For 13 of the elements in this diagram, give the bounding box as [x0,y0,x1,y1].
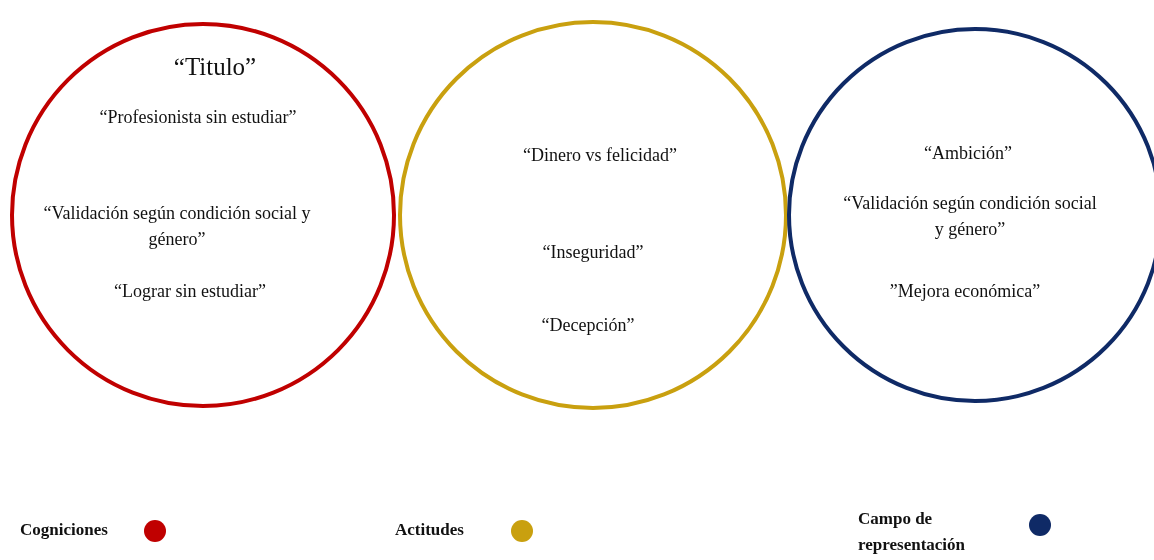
quote-text: “Ambición” [923,142,1013,165]
quote-text: “Dinero vs felicidad” [522,144,678,167]
title-text: “Titulo” [172,52,258,82]
quote-text: “Inseguridad” [541,241,645,264]
quote-text: ”Mejora económica” [888,280,1042,303]
quote-text: “Profesionista sin estudiar” [98,106,298,129]
quote-text: “Lograr sin estudiar” [113,280,267,303]
legend-label: Campo de representación [858,508,967,556]
quote-text: “Decepción” [540,314,636,337]
legend-label: Actitudes [395,519,465,541]
quote-text: “Validación según condición social y género” [842,192,1098,241]
quote-text: “Validación según condición social y género” [42,202,312,251]
legend-label: Cogniciones [20,519,109,541]
